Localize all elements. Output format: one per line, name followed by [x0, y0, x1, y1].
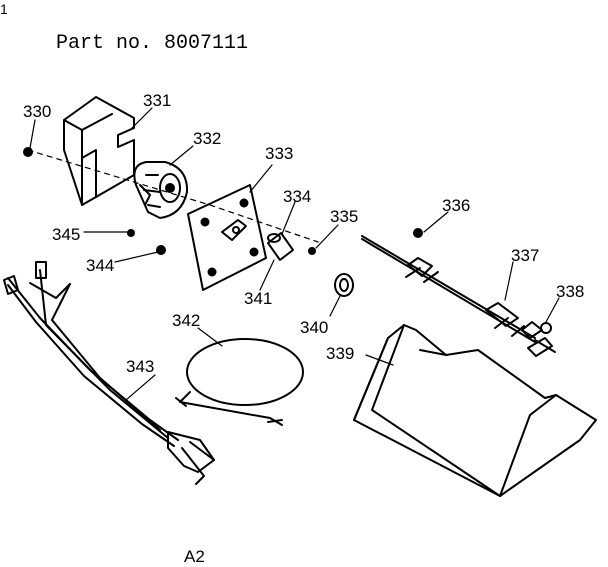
page-title: Part no. 8007111 [56, 32, 248, 55]
label-339: 339 [326, 344, 354, 363]
label-333: 333 [265, 144, 293, 163]
screw-335 [308, 247, 316, 255]
leader-lines [29, 107, 560, 401]
label-330: 330 [23, 102, 51, 121]
part-labels: 330 331 332 333 334 335 336 337 338 339 … [23, 91, 584, 376]
label-337: 337 [511, 246, 539, 265]
handle-338 [521, 321, 556, 357]
label-342: 342 [172, 311, 200, 330]
assembly-axis-line [27, 149, 319, 243]
nut-344 [156, 245, 166, 255]
label-345: 345 [52, 225, 80, 244]
bushing-340 [334, 273, 354, 297]
spit-rod-337 [361, 235, 536, 343]
label-338: 338 [556, 282, 584, 301]
screw-330 [23, 147, 33, 157]
label-334: 334 [283, 187, 311, 206]
cord-343 [3, 261, 215, 485]
label-343: 343 [126, 357, 154, 376]
corner-mark: 1 [0, 1, 8, 17]
label-331: 331 [143, 91, 171, 110]
bracket-331 [63, 96, 135, 206]
label-335: 335 [330, 207, 358, 226]
page-mark: A2 [184, 547, 205, 566]
label-336: 336 [442, 196, 470, 215]
screw-345 [127, 229, 135, 237]
screw-336 [413, 228, 423, 238]
motor-332 [133, 161, 189, 219]
spacer-334 [267, 232, 294, 261]
drip-pan-339 [353, 324, 597, 497]
wire-342 [175, 338, 304, 426]
label-344: 344 [86, 256, 114, 275]
label-340: 340 [300, 318, 328, 337]
label-341: 341 [244, 289, 272, 308]
label-332: 332 [193, 129, 221, 148]
mounting-plate-333 [187, 184, 267, 291]
